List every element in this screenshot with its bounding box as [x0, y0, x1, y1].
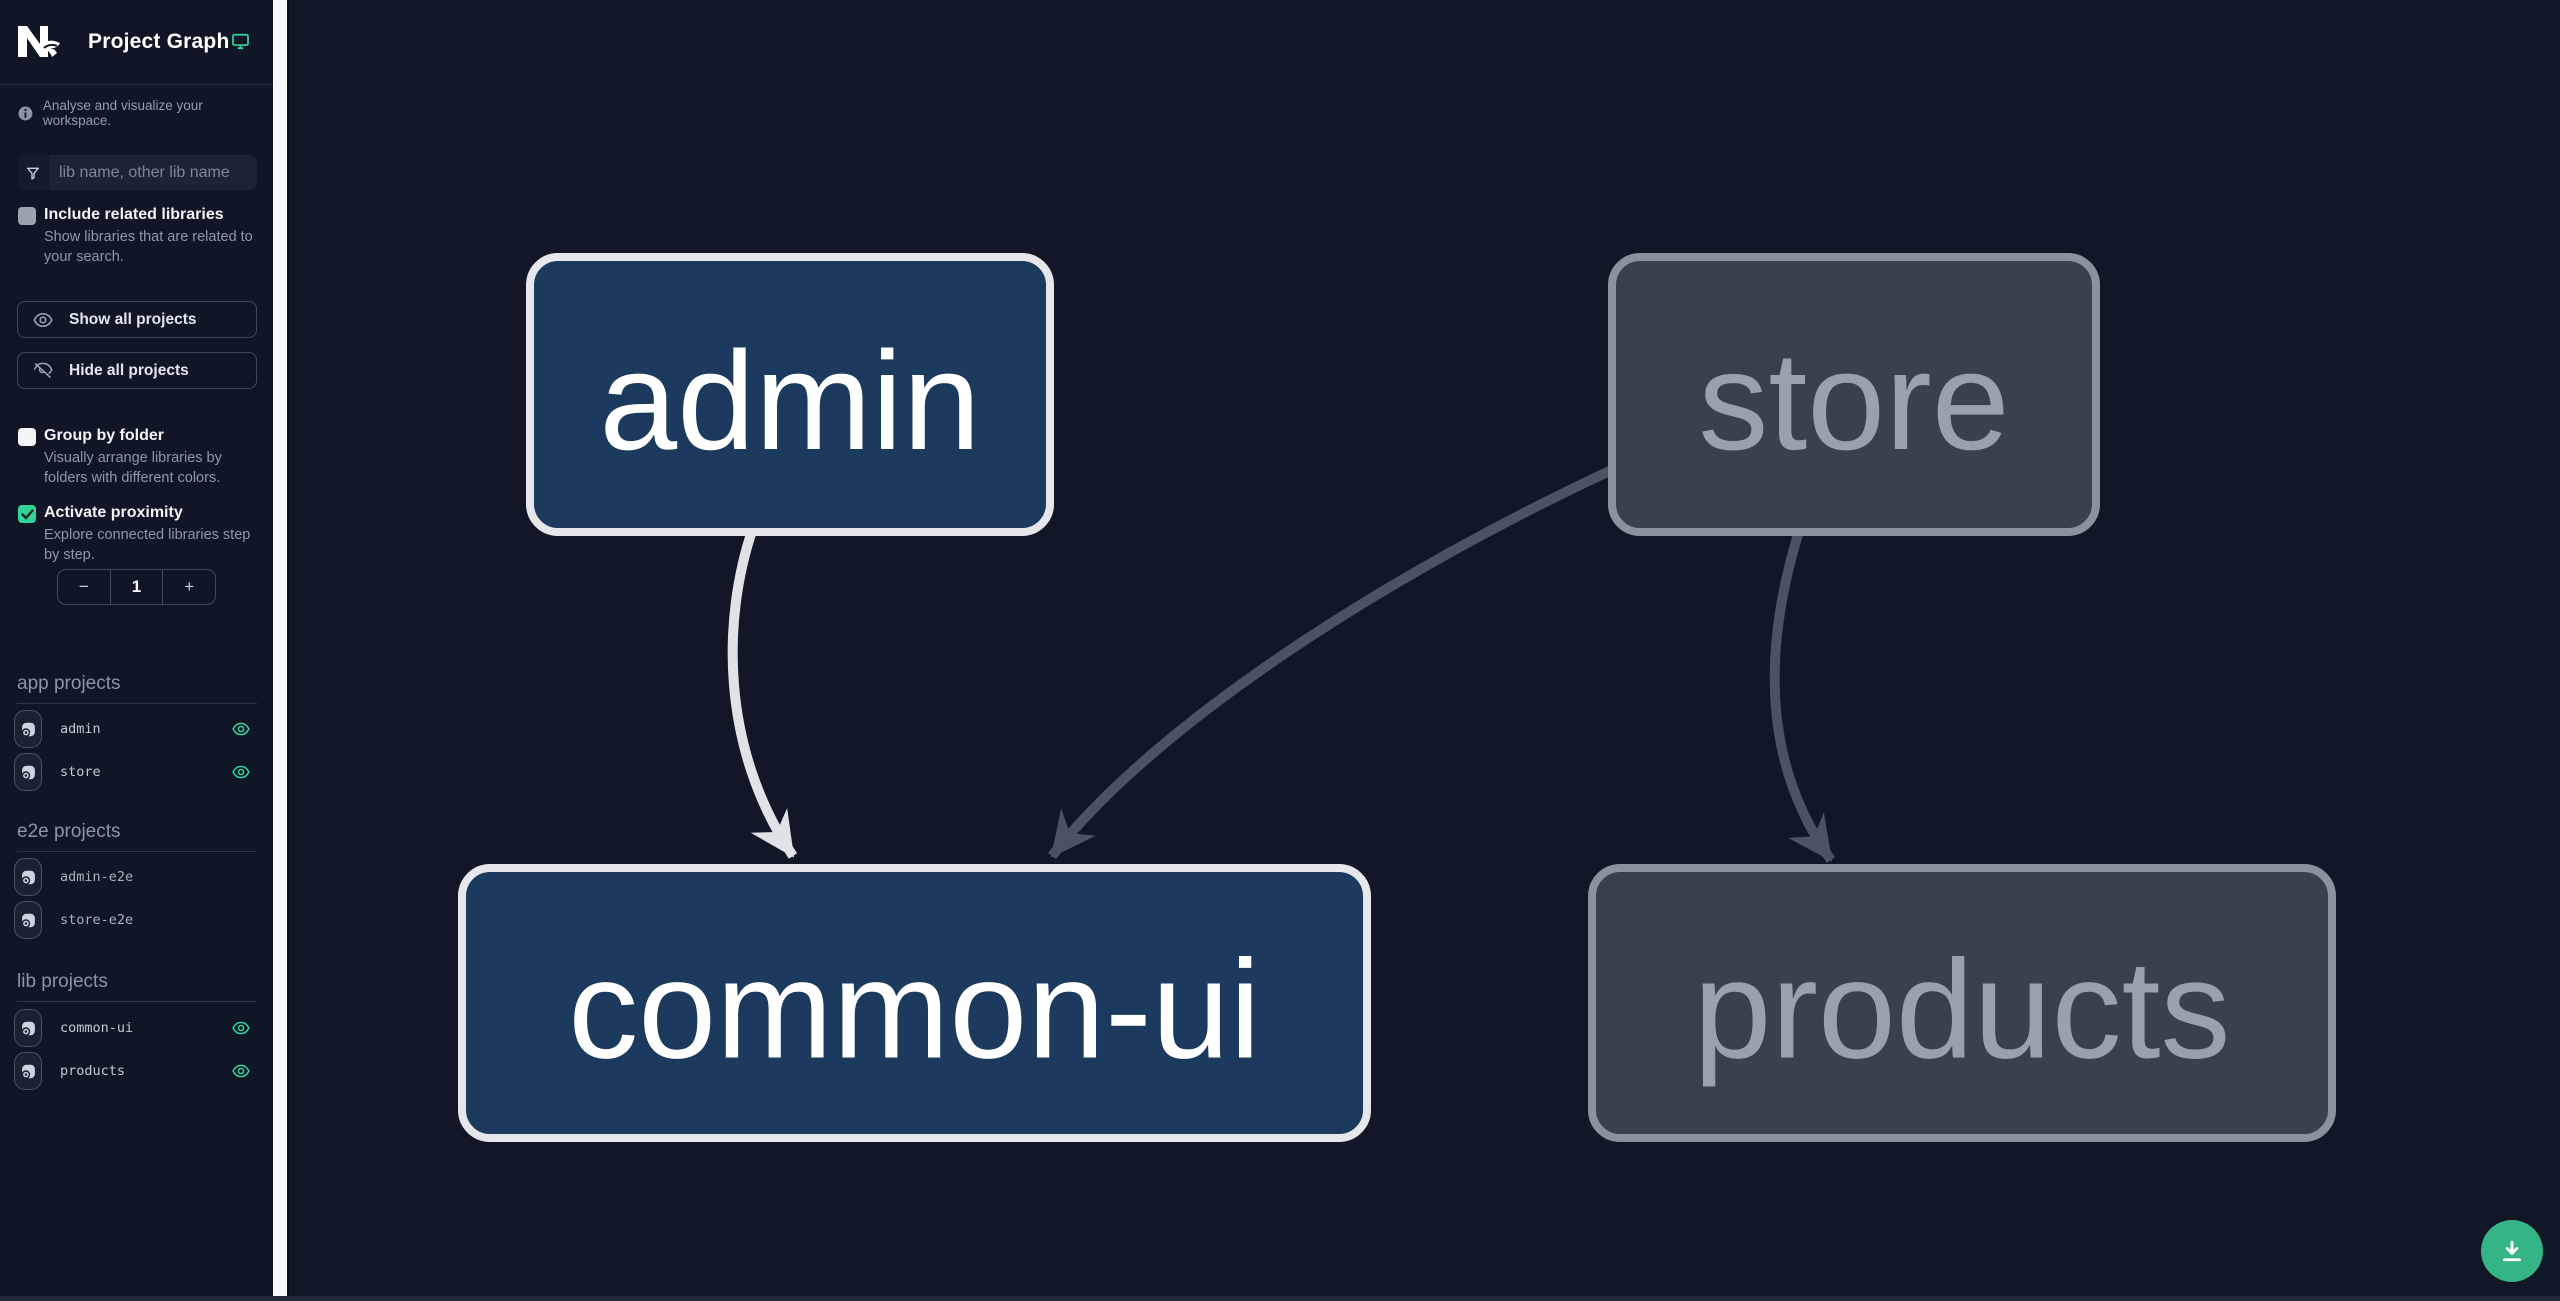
project-glyph-icon [21, 722, 35, 737]
project-icon-store-e2e[interactable] [14, 901, 42, 939]
group-by-folder-description: Visually arrange libraries by folders wi… [44, 450, 222, 486]
node-box-admin[interactable] [526, 253, 1054, 536]
filter-input[interactable] [49, 163, 257, 182]
check-icon [20, 508, 34, 520]
project-glyph-icon [21, 765, 35, 780]
info-icon [18, 106, 33, 120]
project-icon-products[interactable] [14, 1052, 42, 1090]
filter-box [17, 155, 257, 190]
visibility-eye-icon[interactable] [232, 1021, 250, 1035]
project-name[interactable]: admin-e2e [60, 869, 134, 885]
project-glyph-icon [21, 1064, 35, 1079]
node-box-common-ui[interactable] [458, 864, 1371, 1142]
project-row-products: products [14, 1052, 259, 1090]
include-related-checkbox[interactable] [18, 207, 36, 225]
project-icon-store[interactable] [14, 753, 42, 791]
sidebar-scrollbar[interactable] [273, 0, 289, 1301]
download-icon [2503, 1240, 2521, 1262]
tagline-row: Analyse and visualize your workspace. [18, 98, 273, 128]
proximity-decrement-button[interactable]: − [78, 577, 89, 596]
project-row-store: store [14, 753, 259, 791]
node-box-store[interactable] [1608, 253, 2100, 536]
show-all-projects-label: Show all projects [69, 310, 197, 328]
project-name[interactable]: common-ui [60, 1020, 134, 1036]
graph-nodes: admin store common-ui products [458, 253, 2336, 1142]
project-glyph-icon [21, 913, 35, 928]
node-label-store: store [1698, 322, 2009, 479]
project-glyph-icon [21, 870, 35, 885]
graph-node-store[interactable]: store [1608, 253, 2100, 536]
graph-edges [727, 463, 1836, 863]
proximity-increment-button[interactable]: + [162, 570, 215, 604]
proximity-stepper: − 1 + [57, 569, 216, 605]
sidebar-header: Project Graph [0, 0, 273, 85]
section-header-lib-projects: lib projects [17, 971, 257, 1002]
page-title: Project Graph [88, 30, 230, 53]
project-name[interactable]: store [60, 764, 101, 780]
hide-all-projects-label: Hide all projects [69, 361, 189, 379]
eye-icon [33, 312, 53, 327]
show-all-projects-button[interactable]: Show all projects [17, 301, 257, 338]
project-row-admin-e2e: admin-e2e [14, 858, 259, 896]
edge-admin-to-common-ui[interactable] [727, 526, 798, 859]
node-label-common-ui: common-ui [568, 931, 1260, 1088]
node-label-admin: admin [599, 322, 980, 479]
visibility-eye-icon[interactable] [232, 1064, 250, 1078]
graph-node-admin[interactable]: admin [526, 253, 1054, 536]
include-related-label: Include related libraries [44, 206, 224, 223]
section-header-app-projects: app projects [17, 673, 257, 704]
node-box-products[interactable] [1588, 864, 2336, 1142]
proximity-value: 1 [109, 570, 163, 604]
activate-proximity-checkbox[interactable] [18, 505, 36, 523]
visibility-eye-icon[interactable] [232, 765, 250, 779]
eye-slash-icon [33, 362, 53, 379]
project-icon-admin[interactable] [14, 710, 42, 748]
project-name[interactable]: admin [60, 721, 101, 737]
funnel-icon [17, 155, 49, 190]
project-icon-admin-e2e[interactable] [14, 858, 42, 896]
project-glyph-icon [21, 1021, 35, 1036]
group-by-folder-checkbox[interactable] [18, 428, 36, 446]
project-row-common-ui: common-ui [14, 1009, 259, 1047]
edge-store-to-products[interactable] [1769, 526, 1836, 863]
activate-proximity-option[interactable]: Activate proximity Explore connected lib… [18, 503, 258, 565]
activate-proximity-label: Activate proximity [44, 504, 183, 521]
group-by-folder-label: Group by folder [44, 427, 164, 444]
tagline-text: Analyse and visualize your workspace. [42, 98, 203, 128]
graph-node-common-ui[interactable]: common-ui [458, 864, 1371, 1142]
node-label-products: products [1694, 931, 2231, 1088]
download-image-button[interactable] [2481, 1220, 2543, 1282]
project-name[interactable]: store-e2e [60, 912, 134, 928]
group-by-folder-option[interactable]: Group by folder Visually arrange librari… [18, 426, 258, 488]
hide-all-projects-button[interactable]: Hide all projects [17, 352, 257, 389]
project-row-store-e2e: store-e2e [14, 901, 259, 939]
monitor-icon[interactable] [231, 32, 250, 51]
nx-logo-icon [18, 26, 60, 57]
activate-proximity-description: Explore connected libraries step by step… [44, 527, 251, 563]
include-related-option[interactable]: Include related libraries Show libraries… [18, 205, 258, 267]
visibility-eye-icon[interactable] [232, 722, 250, 736]
graph-node-products[interactable]: products [1588, 864, 2336, 1142]
edge-store-to-common-ui[interactable] [1048, 463, 1619, 860]
include-related-description: Show libraries that are related to your … [44, 229, 253, 265]
horizontal-scrollbar[interactable] [0, 1296, 2560, 1301]
project-icon-common-ui[interactable] [14, 1009, 42, 1047]
sidebar: Project Graph Analyse and visualize your… [0, 0, 273, 1301]
section-header-e2e-projects: e2e projects [17, 821, 257, 852]
project-name[interactable]: products [60, 1063, 126, 1079]
project-row-admin: admin [14, 710, 259, 748]
